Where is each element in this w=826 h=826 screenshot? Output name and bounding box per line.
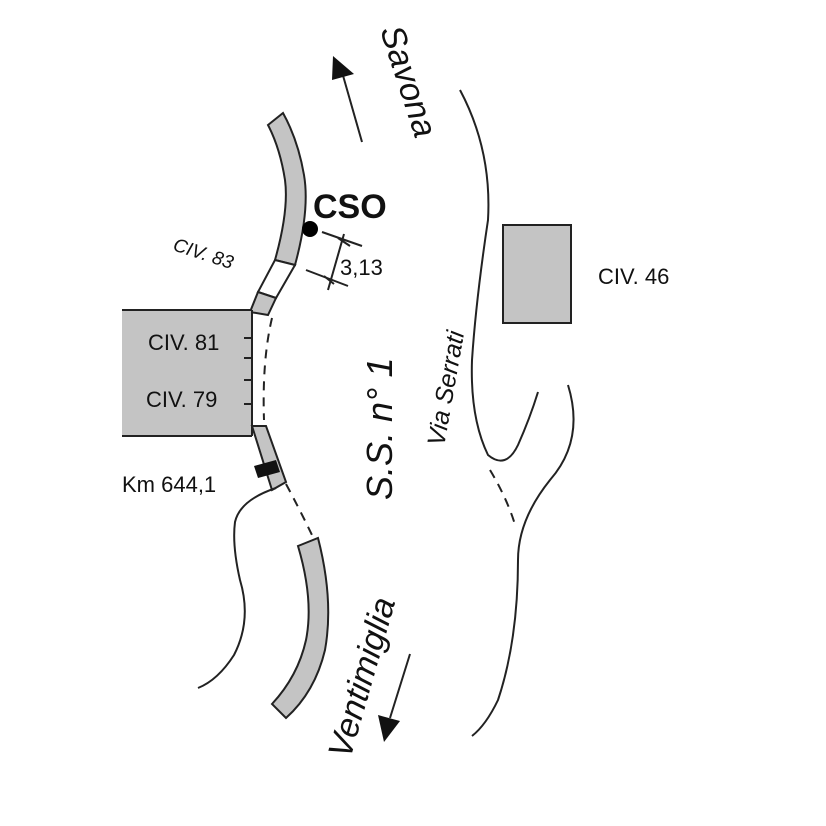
label-civ-79: CIV. 79 [146, 387, 217, 412]
sidewalk-upper [266, 111, 307, 267]
label-civ-46: CIV. 46 [598, 264, 669, 289]
label-street: Via Serrati [422, 327, 470, 448]
road-edge-lower-left [197, 487, 277, 689]
street-edge-left [459, 89, 539, 462]
label-km: Km 644,1 [122, 472, 216, 497]
building-civ-46 [502, 224, 572, 324]
arrow-up-left-icon [332, 56, 363, 143]
label-savona: Savona [372, 21, 444, 142]
label-road: S.S. n° 1 [359, 358, 400, 500]
frontage-dashed-line [262, 317, 273, 421]
street-edge-right [471, 384, 575, 737]
label-cso: CSO [313, 188, 387, 226]
label-distance: 3,13 [340, 255, 383, 280]
label-civ-81: CIV. 81 [148, 330, 219, 355]
sidewalk-bottom [270, 536, 330, 720]
cso-point-marker [302, 221, 318, 237]
sidewalk-corner [248, 290, 278, 317]
arrow-down-left-icon [378, 653, 411, 742]
building-civ-81-79 [122, 310, 252, 436]
street-dashed [489, 469, 517, 529]
sidewalk-lower-near [250, 425, 288, 492]
km-marker-band [254, 460, 280, 478]
road-dashed-lower [285, 483, 313, 536]
label-civ-83: CIV. 83 [170, 235, 236, 274]
curb-segment [256, 258, 297, 300]
label-ventimiglia: Ventimiglia [321, 593, 403, 762]
